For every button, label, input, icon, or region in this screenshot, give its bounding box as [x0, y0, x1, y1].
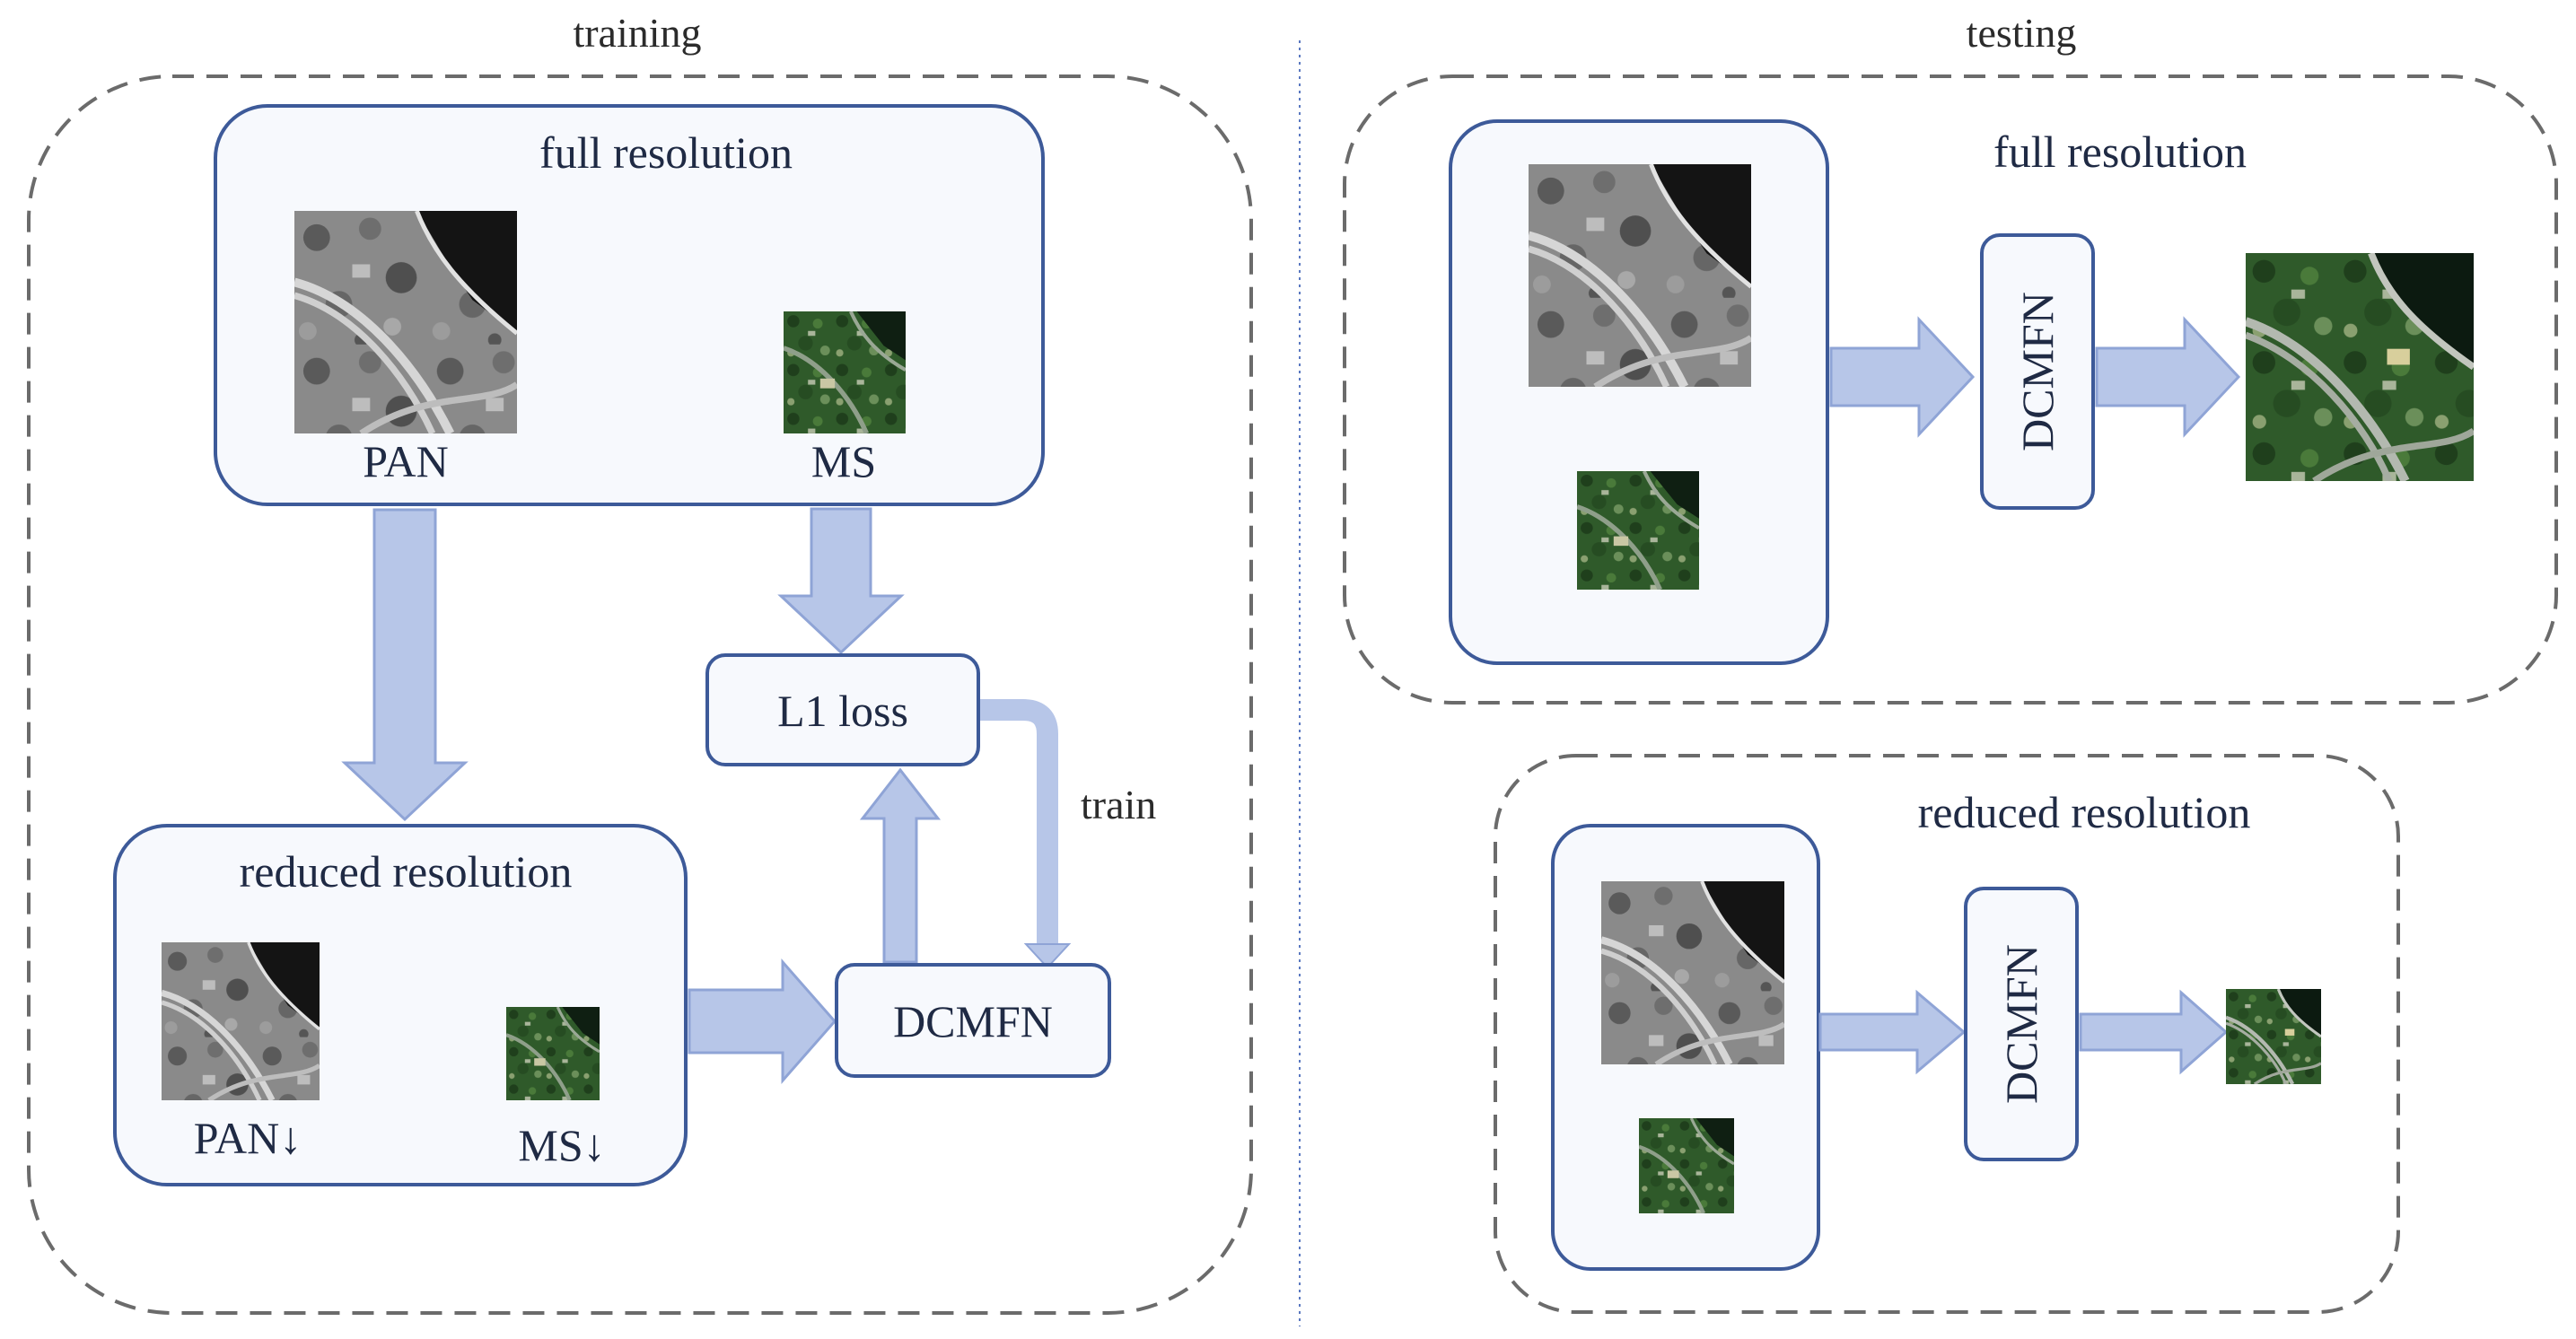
arrow-testing-full-output: [2095, 316, 2241, 438]
testing-reduced-resolution-title: reduced resolution: [1917, 787, 2251, 837]
testing-reduced-network-label: DCMFN: [1996, 944, 2046, 1104]
training-full-resolution-title: full resolution: [539, 127, 793, 178]
testing-full-fused-image: [2246, 253, 2474, 481]
training-reduced-resolution-title: reduced resolution: [239, 846, 573, 897]
testing-full-network-box: [1980, 233, 2095, 510]
testing-reduced-ms-image: [1639, 1118, 1734, 1213]
training-section-title: training: [573, 10, 702, 56]
testing-reduced-group-border: [1494, 754, 2400, 1314]
testing-full-pan-image: [1529, 164, 1751, 387]
train-feedback-arrowhead: [1023, 943, 1072, 969]
testing-section-title: testing: [1966, 10, 2077, 56]
training-group-border: [27, 74, 1253, 1315]
testing-full-group-border: [1343, 74, 2558, 705]
training-reduced-pan-image: [162, 942, 320, 1100]
arrow-reduced-to-network: [688, 958, 837, 1084]
train-feedback-line: [980, 699, 1058, 950]
testing-full-resolution-title: full resolution: [1993, 127, 2247, 177]
arrow-ms-to-loss: [777, 507, 905, 655]
loss-box: [705, 653, 980, 766]
arrow-testing-full-input: [1829, 316, 1976, 438]
training-full-pan-image: [294, 211, 517, 433]
training-reduced-ms-image: [506, 1007, 600, 1100]
arrow-testing-reduced-output: [2079, 989, 2229, 1075]
training-network-label: DCMFN: [893, 996, 1053, 1046]
arrow-full-to-reduced: [341, 508, 469, 822]
training-reduced-pan-label: PAN↓: [193, 1113, 302, 1163]
testing-reduced-pan-image: [1601, 881, 1784, 1064]
testing-full-ms-image: [1577, 471, 1699, 590]
train-label: train: [1081, 782, 1157, 827]
training-full-ms-label: MS: [810, 436, 877, 486]
training-reduced-ms-label: MS↓: [518, 1120, 606, 1170]
testing-reduced-fused-image: [2226, 989, 2321, 1084]
training-full-pan-label: PAN: [363, 436, 449, 486]
testing-full-network-label: DCMFN: [2012, 292, 2063, 451]
training-network-box: [835, 963, 1111, 1078]
loss-label: L1 loss: [777, 686, 908, 736]
testing-reduced-network-box: [1964, 887, 2079, 1161]
arrow-testing-reduced-input: [1818, 989, 1967, 1075]
training-full-ms-image: [784, 311, 906, 433]
arrow-network-to-loss: [859, 767, 942, 964]
